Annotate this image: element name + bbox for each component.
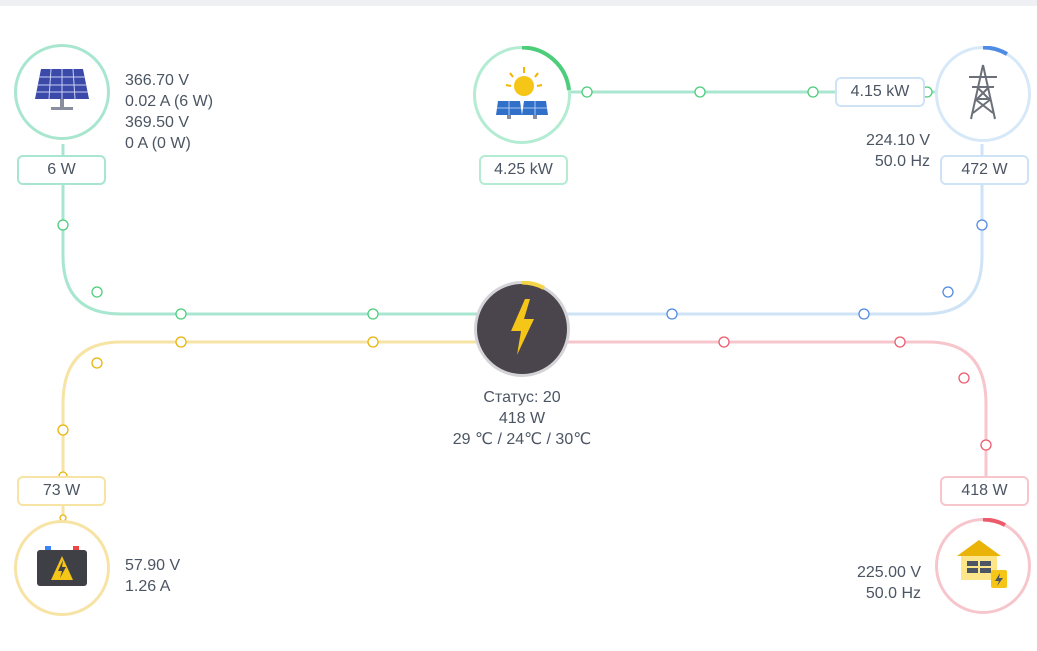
solar-grid-flow-dot (694, 86, 706, 98)
load-flow-dot (894, 336, 906, 348)
battery-flow-dot (175, 336, 187, 348)
load-flow-dot (980, 439, 992, 451)
home-power-pill[interactable]: 418 W (940, 476, 1029, 506)
grid-progress-arc (982, 46, 1009, 56)
pv-string2-current: 0 A (0 W) (125, 135, 191, 152)
battery-flow-dot (91, 357, 103, 369)
load-flow-line (566, 340, 988, 476)
pv-string1-voltage: 366.70 V (125, 72, 190, 89)
battery-flow-dot (57, 424, 69, 436)
grid-flow-dot (666, 308, 678, 320)
inverter-details: Статус: 20 418 W 29 ℃ / 24℃ / 30℃ (422, 387, 622, 450)
inverter-temps: 29 ℃ / 24℃ / 30℃ (452, 431, 592, 448)
battery-node[interactable] (14, 520, 110, 616)
grid-flow-dot (858, 308, 870, 320)
pv-flow-dot (175, 308, 187, 320)
inverter-node[interactable] (474, 281, 570, 377)
grid-details: 224.10 V 50.0 Hz (866, 130, 930, 172)
grid-voltage: 224.10 V (865, 132, 930, 149)
load-flow-dot (958, 372, 970, 384)
pv-power-pill[interactable]: 6 W (17, 155, 106, 185)
pv-string2-voltage: 369.50 V (125, 114, 190, 131)
pv-flow-line (61, 144, 480, 316)
house-icon (955, 538, 1011, 595)
battery-current: 1.26 A (125, 578, 171, 595)
solar-grid-flow-dot (807, 86, 819, 98)
pv-flow-dot (91, 286, 103, 298)
pv-flow-dot (57, 219, 69, 231)
grid-power-pill[interactable]: 472 W (940, 155, 1029, 185)
home-details: 225.00 V 50.0 Hz (857, 562, 921, 604)
battery-power-pill[interactable]: 73 W (17, 476, 106, 506)
inverter-power: 418 W (498, 410, 546, 427)
grid-flow-dot (976, 219, 988, 231)
home-frequency: 50.0 Hz (865, 585, 921, 602)
solar-total-node[interactable] (473, 46, 571, 144)
battery-flow-line (61, 340, 480, 516)
pv-flow-dot (367, 308, 379, 320)
solar-total-power-pill[interactable]: 4.25 kW (479, 155, 568, 185)
grid-flow-dot (942, 286, 954, 298)
power-tower-icon (965, 63, 1001, 126)
flow-lines (57, 86, 992, 522)
pv-array-node[interactable] (14, 44, 110, 140)
solar-progress-arc (521, 46, 571, 91)
home-node[interactable] (935, 518, 1031, 614)
battery-voltage: 57.90 V (125, 557, 181, 574)
battery-flow-dot (367, 336, 379, 348)
grid-flow-pill[interactable]: 4.15 kW (835, 77, 925, 107)
solar-panel-icon (33, 67, 91, 118)
inverter-status: Статус: 20 (483, 389, 561, 406)
pv-array-details: 366.70 V 0.02 A (6 W) 369.50 V 0 A (0 W) (125, 70, 213, 154)
battery-details: 57.90 V 1.26 A (125, 555, 180, 597)
load-flow-dot (718, 336, 730, 348)
grid-flow-line (566, 144, 984, 316)
grid-frequency: 50.0 Hz (874, 153, 930, 170)
home-voltage: 225.00 V (856, 564, 921, 581)
solar-sun-icon (494, 65, 550, 126)
grid-node[interactable] (935, 46, 1031, 142)
solar-grid-flow-dot (581, 86, 593, 98)
pv-string1-current: 0.02 A (6 W) (125, 93, 214, 110)
battery-icon (35, 544, 89, 593)
lightning-icon (507, 297, 537, 362)
inverter-progress-arc (521, 281, 545, 290)
home-progress-arc (982, 518, 1006, 527)
